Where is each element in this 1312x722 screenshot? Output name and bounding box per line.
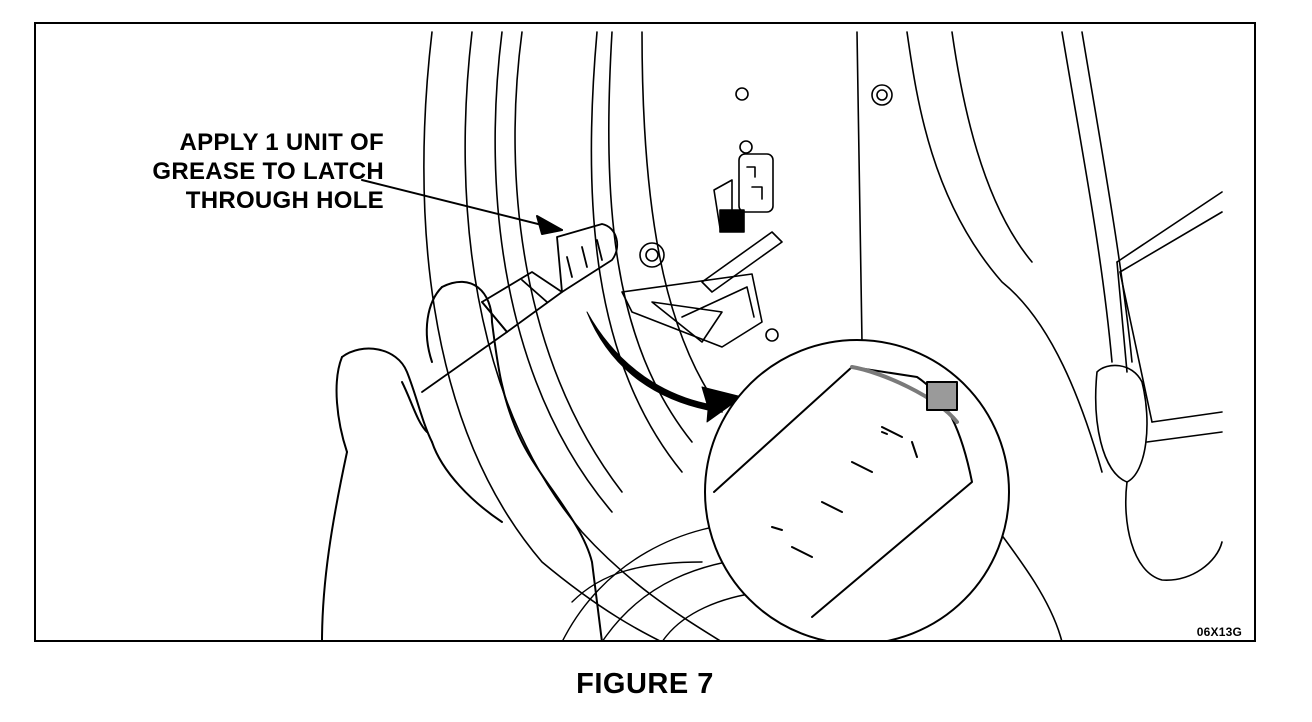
grease-tube <box>421 223 619 393</box>
door-latch-illustration <box>321 31 1223 640</box>
callout-line-1: APPLY 1 UNIT OF <box>179 129 384 156</box>
hand-outline <box>321 281 603 640</box>
body-panel-lines <box>856 31 1223 640</box>
zoom-arrow <box>586 311 743 423</box>
bolts-and-holes <box>639 84 893 342</box>
figure-frame: APPLY 1 UNIT OF GREASE TO LATCH THROUGH … <box>34 22 1256 642</box>
figure-code: 06X13G <box>1196 625 1242 639</box>
callout-line-3: THROUGH HOLE <box>185 187 384 214</box>
latch-mechanism <box>621 153 783 348</box>
grease-callout-label: APPLY 1 UNIT OF GREASE TO LATCH THROUGH … <box>81 128 384 215</box>
door-frame-lines <box>423 31 723 640</box>
callout-arrow <box>361 179 563 235</box>
callout-line-2: GREASE TO LATCH <box>152 158 384 185</box>
zoom-detail-circle <box>704 339 1010 640</box>
figure-caption: FIGURE 7 <box>576 668 714 700</box>
